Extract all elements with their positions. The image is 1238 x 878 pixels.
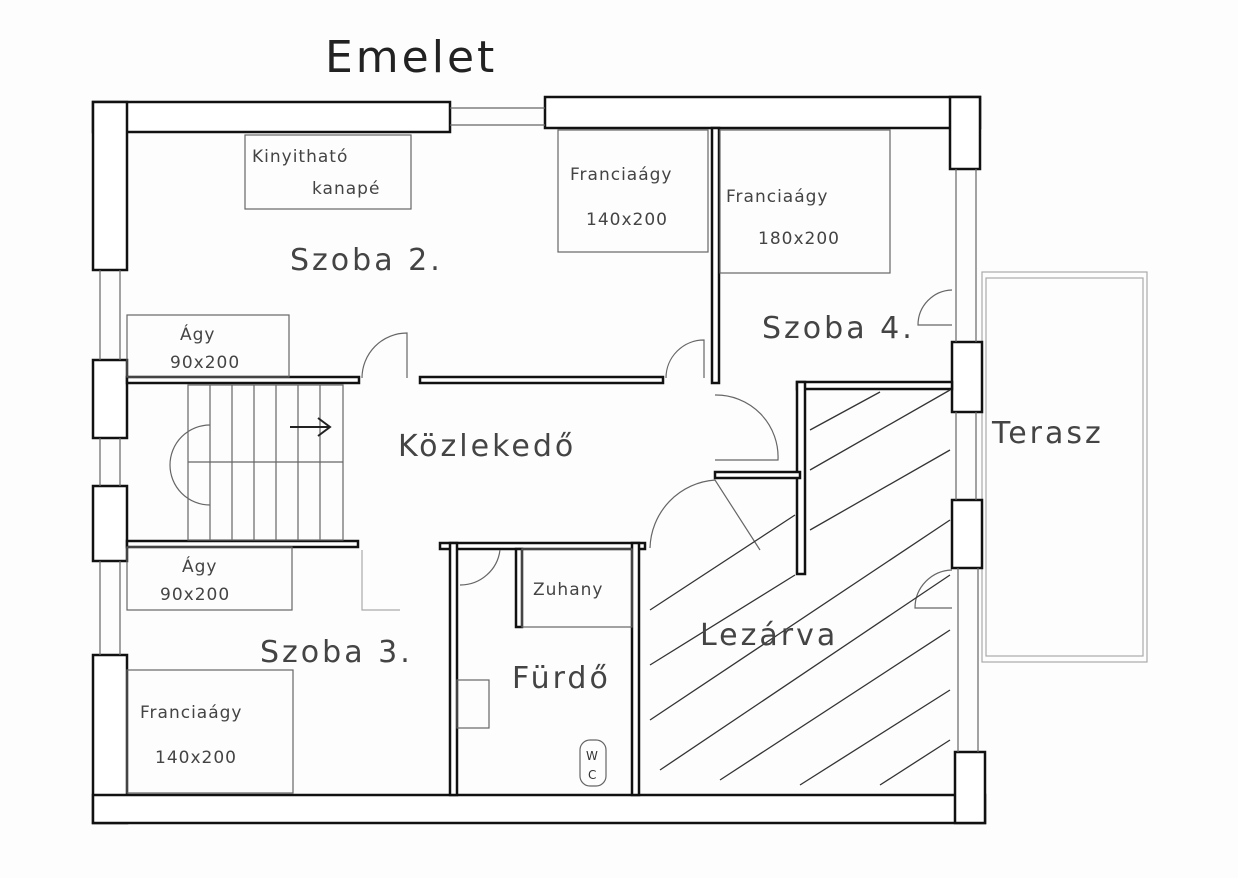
bed-label: 140x200 [586, 210, 668, 230]
room-furdo: Fürdő [512, 661, 611, 696]
single-bed-top [126, 314, 290, 378]
plan-title: Emelet [325, 32, 497, 83]
furniture: Kinyitható kanapé Franciaágy 140x200 Fra… [126, 129, 891, 794]
room-labels: Szoba 2. Szoba 4. Közlekedő Terasz Szoba… [260, 243, 1104, 696]
bed-label: 90x200 [170, 353, 240, 373]
bed-label: 90x200 [160, 585, 230, 605]
locked-area-hatching [649, 389, 951, 786]
sofa-label: Kinyitható [252, 147, 348, 167]
outer-walls [91, 95, 987, 825]
inner-walls [125, 126, 954, 797]
single-bed-bottom [126, 546, 293, 611]
bed-label: Ágy [182, 555, 217, 577]
shower-label: Zuhany [533, 580, 603, 600]
room-terasz: Terasz [991, 416, 1104, 451]
windows [99, 107, 979, 752]
room-kozlekedo: Közlekedő [398, 429, 576, 464]
room-szoba-2: Szoba 2. [290, 243, 443, 278]
bed-szoba4 [719, 129, 891, 274]
bed-szoba2 [557, 129, 709, 253]
bed-label: Ágy [180, 323, 215, 345]
sink [456, 679, 490, 729]
terrace [981, 271, 1148, 663]
room-szoba-4: Szoba 4. [762, 311, 915, 346]
bed-szoba3 [126, 669, 294, 794]
room-szoba-3: Szoba 3. [260, 635, 413, 670]
bed-label: 140x200 [155, 748, 237, 768]
shower [521, 548, 633, 628]
bed-label: Franciaágy [570, 165, 672, 185]
wc-label: C [588, 768, 596, 782]
bed-label: Franciaágy [140, 703, 242, 723]
wc-icon [579, 739, 607, 787]
bed-label: 180x200 [758, 229, 840, 249]
doors [361, 289, 953, 611]
arrow-icon [290, 417, 332, 437]
bed-label: Franciaágy [726, 187, 828, 207]
room-lezarva: Lezárva [700, 618, 838, 653]
stairs [169, 384, 344, 541]
sofa [244, 134, 412, 210]
sofa-label: kanapé [312, 179, 380, 199]
wc-label: W [586, 749, 598, 763]
